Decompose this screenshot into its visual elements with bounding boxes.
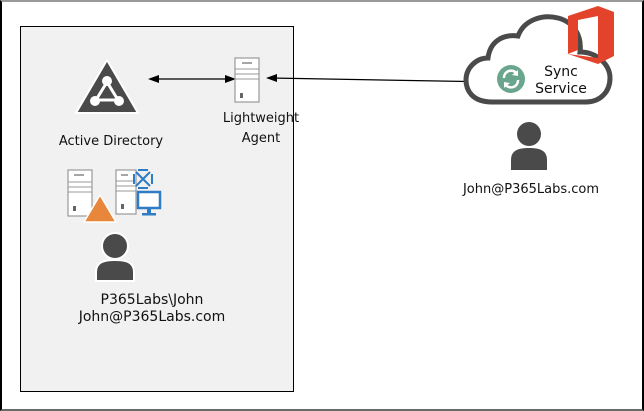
on-premises-user-domain-name: P365Labs\John <box>100 292 204 308</box>
on-premises-user-icon <box>95 232 135 282</box>
cloud-user-icon <box>511 122 547 170</box>
sync-service-label-line1: Sync <box>544 64 578 80</box>
sync-service-label-line2: Service <box>535 81 587 97</box>
sync-service-label: Sync Service <box>526 64 596 98</box>
arrow-ad-agent <box>148 75 236 83</box>
active-directory-icon <box>75 59 139 114</box>
lightweight-agent-server-icon <box>234 57 260 103</box>
lightweight-agent-label-line2: Agent <box>241 131 281 146</box>
lightweight-agent-label-line1: Lightweight <box>222 111 300 126</box>
sync-icon <box>497 65 525 93</box>
on-premises-user-label: P365Labs\John John@P365Labs.com <box>40 292 264 326</box>
lightweight-agent-label: Lightweight Agent <box>222 110 300 147</box>
exchange-server-with-monitor-icon <box>115 169 162 216</box>
exchange-logo-icon <box>133 169 153 189</box>
on-premises-user-email: John@P365Labs.com <box>78 309 226 325</box>
office-365-logo-icon <box>568 6 614 64</box>
server-with-warning-icon <box>67 169 117 223</box>
cloud-user-label: John@P365Labs.com <box>462 182 600 197</box>
active-directory-label: Active Directory <box>58 134 164 149</box>
